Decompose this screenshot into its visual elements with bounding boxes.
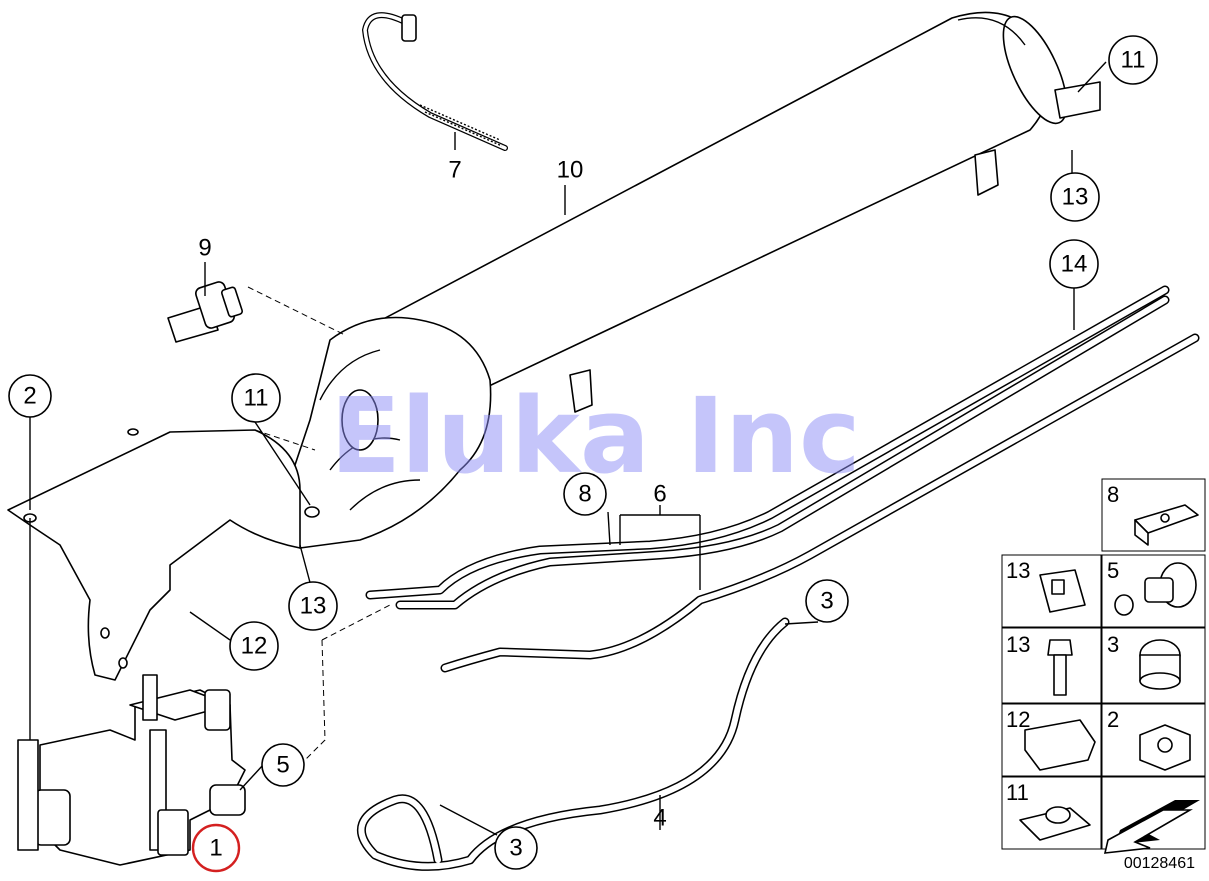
callout-3-upper-label: 3: [820, 588, 833, 615]
callout-14-label: 14: [1061, 251, 1088, 278]
callout-11-left-label: 11: [244, 385, 269, 412]
callout-11-top[interactable]: 11: [1108, 35, 1158, 85]
callout-8[interactable]: 8: [563, 472, 607, 516]
inset-cell-2[interactable]: 2: [1101, 703, 1206, 777]
callout-labels: 1 2 3 3 4 5 6 7 8 9: [8, 35, 1158, 873]
callout-1[interactable]: 1: [191, 823, 241, 873]
canister-part-10[interactable]: [371, 8, 1101, 413]
callout-14[interactable]: 14: [1049, 239, 1099, 289]
inset-label-2: 2: [1107, 707, 1119, 732]
callout-2-label: 2: [23, 383, 36, 410]
inset-label-11: 11: [1006, 780, 1029, 805]
inset-cell-arrow[interactable]: [1101, 776, 1206, 854]
inset-label-3: 3: [1107, 632, 1119, 657]
pipe-part-8[interactable]: [440, 333, 1200, 673]
callout-3-upper[interactable]: 3: [805, 579, 849, 623]
inset-cell-12[interactable]: 12: [1001, 703, 1102, 777]
inset-cell-3[interactable]: 3: [1101, 627, 1206, 704]
callout-6[interactable]: 6: [653, 481, 666, 508]
inset-label-5: 5: [1107, 558, 1119, 583]
inset-label-8: 8: [1107, 482, 1119, 507]
inset-label-13-bolt: 13: [1006, 632, 1030, 657]
inset-cell-11[interactable]: 11: [1001, 776, 1102, 850]
callout-7[interactable]: 7: [448, 157, 461, 184]
callout-12[interactable]: 12: [229, 621, 279, 671]
watermark-text: Eluka Inc: [330, 375, 861, 497]
callout-5-label: 5: [276, 752, 289, 779]
callout-3-lower-label: 3: [509, 835, 522, 862]
callout-8-label: 8: [578, 481, 591, 508]
leader-lines: [29, 61, 1107, 836]
callout-2[interactable]: 2: [8, 374, 52, 418]
callout-10[interactable]: 10: [557, 157, 584, 184]
callout-9-label: 9: [198, 235, 211, 262]
callout-13-top-label: 13: [1062, 184, 1089, 211]
inset-label-13-clip: 13: [1006, 558, 1030, 583]
callout-4[interactable]: 4: [653, 805, 666, 832]
callout-13-top[interactable]: 13: [1050, 172, 1100, 222]
callout-13-left-label: 13: [300, 593, 327, 620]
inset-cell-5[interactable]: 5: [1101, 554, 1206, 628]
callout-10-label: 10: [557, 157, 584, 184]
callout-5[interactable]: 5: [261, 743, 305, 787]
selected-callout-ring: [191, 823, 241, 873]
catalog-number: 00128461: [1124, 855, 1195, 872]
pipe-part-14[interactable]: [365, 285, 1170, 600]
callout-6-label: 6: [653, 481, 666, 508]
inset-label-12: 12: [1006, 707, 1030, 732]
inset-cell-13-clip[interactable]: 13: [1001, 554, 1102, 628]
callout-13-left[interactable]: 13: [288, 581, 338, 631]
bracket-shield[interactable]: [285, 316, 492, 549]
callout-9[interactable]: 9: [198, 235, 211, 262]
pipe-part-6[interactable]: [395, 295, 1170, 610]
small-parts-inset: 8 13 5 13 3: [1001, 478, 1206, 854]
mounting-plate-part-2[interactable]: [7, 428, 301, 681]
callout-11-top-label: 11: [1121, 47, 1146, 74]
callout-4-label: 4: [653, 805, 666, 832]
inset-cell-8[interactable]: 8: [1101, 478, 1206, 552]
valve-block-part-1[interactable]: [17, 674, 246, 866]
callout-3-lower[interactable]: 3: [494, 826, 538, 870]
callout-7-label: 7: [448, 157, 461, 184]
callout-11-left[interactable]: 11: [231, 373, 281, 423]
hose-part-4[interactable]: [356, 617, 790, 871]
inset-cell-13-bolt[interactable]: 13: [1001, 627, 1102, 704]
cable-tie-part-7[interactable]: [362, 12, 508, 151]
callout-1-label: 1: [209, 835, 222, 862]
callout-12-label: 12: [241, 633, 268, 660]
